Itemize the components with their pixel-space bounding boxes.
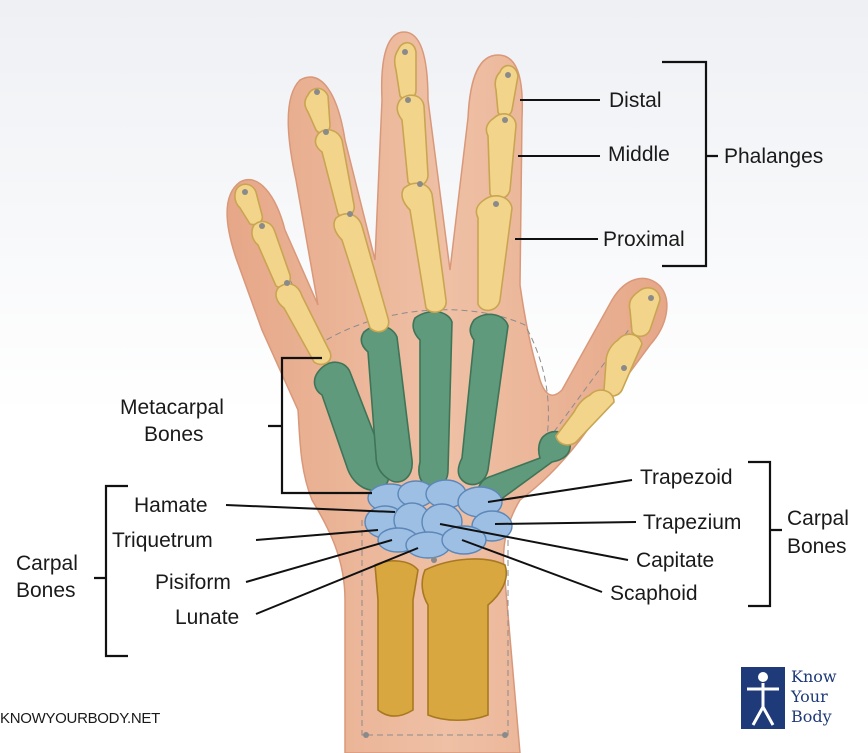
labels: Distal Middle Proximal Phalanges Metacar… xyxy=(16,89,849,629)
label-capitate: Capitate xyxy=(636,549,714,572)
label-triquetrum: Triquetrum xyxy=(112,529,213,552)
logo-line-body: Body xyxy=(791,707,832,726)
website-url: KNOWYOURBODY.NET xyxy=(0,710,160,727)
carpal-left-bracket xyxy=(94,484,128,658)
logo-figure-icon xyxy=(741,667,785,729)
label-middle: Middle xyxy=(608,143,670,166)
label-lunate: Lunate xyxy=(175,606,239,629)
label-trapezium: Trapezium xyxy=(643,511,741,534)
label-metacarpal-line2: Bones xyxy=(144,423,204,446)
metacarpals xyxy=(313,310,572,505)
metacarpal-bracket xyxy=(268,356,372,495)
ulna xyxy=(374,560,419,717)
phalanges-bracket xyxy=(662,60,718,268)
leader-lines xyxy=(225,99,637,615)
radius xyxy=(421,558,507,722)
label-hamate: Hamate xyxy=(134,494,208,517)
carpal-bones xyxy=(364,479,513,559)
label-proximal: Proximal xyxy=(603,228,685,251)
label-carpal-right-line2: Bones xyxy=(787,535,847,558)
label-scaphoid: Scaphoid xyxy=(610,582,698,605)
logo-line-your: Your xyxy=(791,687,828,706)
label-carpal-left-line2: Bones xyxy=(16,579,76,602)
carpal-right-bracket xyxy=(748,460,782,608)
label-pisiform: Pisiform xyxy=(155,571,231,594)
label-carpal-right-line1: Carpal xyxy=(787,507,849,530)
logo-line-know: Know xyxy=(791,667,837,686)
label-phalanges: Phalanges xyxy=(724,145,823,168)
know-your-body-logo: Know Your Body xyxy=(741,667,851,729)
label-carpal-left-line1: Carpal xyxy=(16,552,78,575)
label-distal: Distal xyxy=(609,89,662,112)
brackets xyxy=(94,60,782,658)
joint-dots xyxy=(242,49,654,738)
forearm-bones xyxy=(374,558,507,722)
label-metacarpal-line1: Metacarpal xyxy=(120,396,224,419)
label-trapezoid: Trapezoid xyxy=(640,466,733,489)
